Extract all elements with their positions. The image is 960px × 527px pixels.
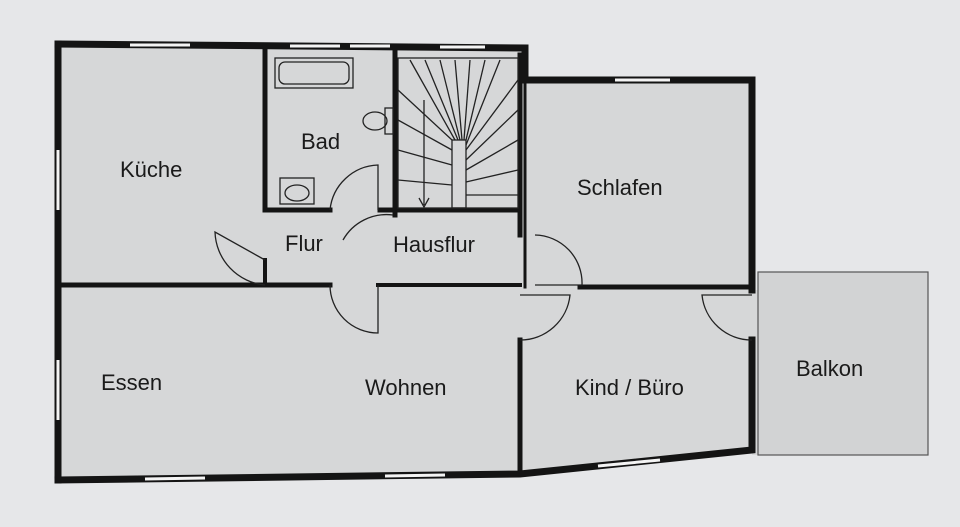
bathtub-icon bbox=[274, 57, 354, 89]
staircase bbox=[397, 57, 519, 209]
sink-icon bbox=[279, 177, 315, 205]
doors bbox=[214, 164, 753, 341]
label-flur: Flur bbox=[285, 231, 323, 256]
label-hausflur: Hausflur bbox=[393, 232, 475, 257]
room-fills bbox=[58, 44, 929, 480]
interior-walls bbox=[59, 45, 755, 475]
toilet-icon bbox=[362, 107, 394, 135]
balkon-area bbox=[757, 271, 929, 456]
label-kueche: Küche bbox=[120, 157, 182, 182]
label-schlafen: Schlafen bbox=[577, 175, 663, 200]
label-essen: Essen bbox=[101, 370, 162, 395]
label-wohnen: Wohnen bbox=[365, 375, 447, 400]
label-balkon: Balkon bbox=[796, 356, 863, 381]
windows bbox=[56, 43, 670, 481]
label-kind-buero: Kind / Büro bbox=[575, 375, 684, 400]
label-bad: Bad bbox=[301, 129, 340, 154]
